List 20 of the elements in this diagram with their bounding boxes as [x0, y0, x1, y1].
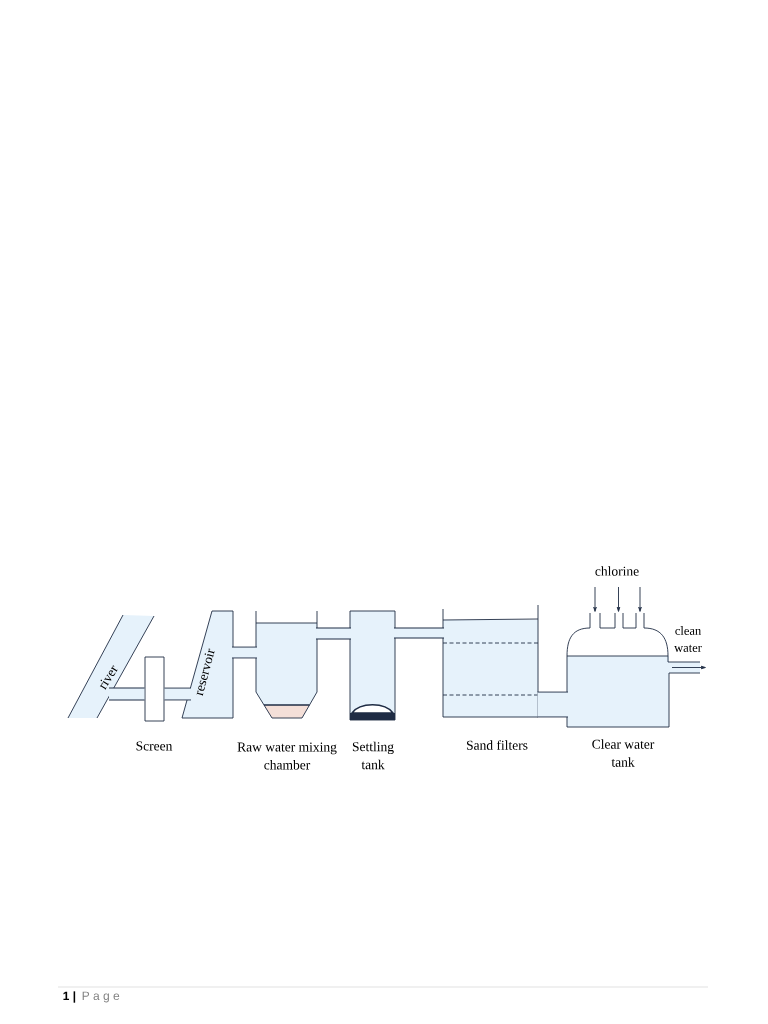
pipe	[316, 627, 351, 640]
page-label: P a g e	[82, 991, 120, 1003]
pipe	[537, 691, 568, 718]
part-label: Sand filters	[467, 740, 528, 750]
arrow	[671, 665, 706, 670]
pipe	[109, 687, 145, 701]
part-label: Raw water mixing chamber	[237, 742, 337, 770]
reservoir-basin: reservoir	[181, 610, 234, 719]
pipe	[232, 646, 257, 659]
page-number: 1 |	[63, 991, 76, 1003]
part-label: Clear water tank	[592, 739, 655, 767]
part-label: Settling tank	[352, 741, 394, 770]
arrow	[593, 586, 597, 612]
arrow	[638, 586, 642, 612]
arrow	[616, 586, 621, 612]
edge-label: clean water	[670, 625, 706, 653]
part-label: Screen	[136, 741, 173, 751]
input-label: chlorine	[595, 566, 639, 576]
pipe	[164, 687, 191, 701]
pipe	[394, 627, 444, 639]
